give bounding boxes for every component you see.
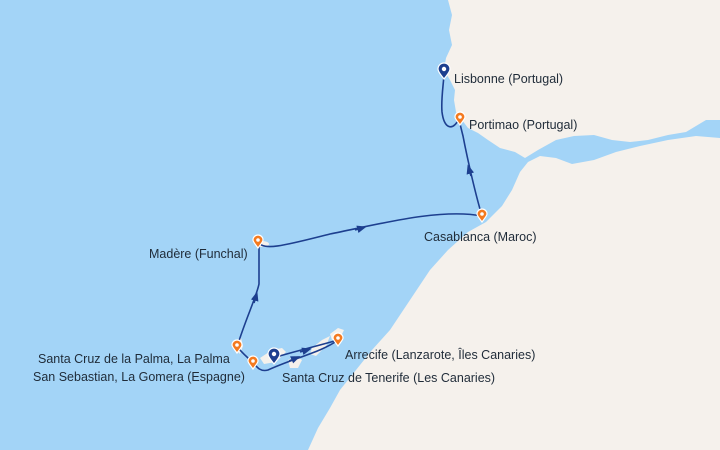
route-madere-casablanca: [258, 213, 483, 248]
arrow-madere-casablanca: [354, 225, 367, 234]
port-label-lisbonne: Lisbonne (Portugal): [454, 72, 564, 86]
port-marker-palma[interactable]: [231, 339, 243, 355]
port-marker-madere[interactable]: [252, 234, 264, 250]
port-marker-casablanca[interactable]: [476, 208, 488, 224]
port-marker-portimao[interactable]: [454, 111, 466, 127]
port-label-palma: Santa Cruz de la Palma, La Palma: [38, 352, 230, 366]
port-marker-tenerife[interactable]: [267, 347, 281, 365]
port-label-gomera: San Sebastian, La Gomera (Espagne): [33, 370, 245, 384]
arrow-casablanca-portimao: [466, 164, 475, 177]
port-label-arrecife: Arrecife (Lanzarote, Îles Canaries): [345, 348, 536, 362]
arrow-palma-madere: [250, 291, 259, 304]
route-portimao-lisbonne: [440, 74, 460, 128]
land-iberia: [444, 0, 720, 158]
route-casablanca-portimao: [458, 118, 483, 217]
route-palma-madere: [236, 241, 260, 348]
land-balearic-island: [680, 54, 704, 70]
port-label-casablanca: Casablanca (Maroc): [424, 230, 537, 244]
arrow-tenerife-arrecife: [299, 347, 312, 356]
port-label-portimao: Portimao (Portugal): [469, 118, 578, 132]
route-arrecife-gomera: [252, 339, 339, 372]
port-marker-gomera[interactable]: [247, 355, 259, 371]
land-north-africa: [308, 136, 720, 450]
port-marker-lisbonne[interactable]: [437, 62, 451, 80]
arrow-gomera-tenerife: [288, 356, 301, 364]
route-direction-arrows: [250, 164, 475, 364]
port-marker-arrecife[interactable]: [332, 332, 344, 348]
port-label-madere: Madère (Funchal): [149, 247, 248, 261]
port-label-tenerife: Santa Cruz de Tenerife (Les Canaries): [282, 371, 496, 385]
